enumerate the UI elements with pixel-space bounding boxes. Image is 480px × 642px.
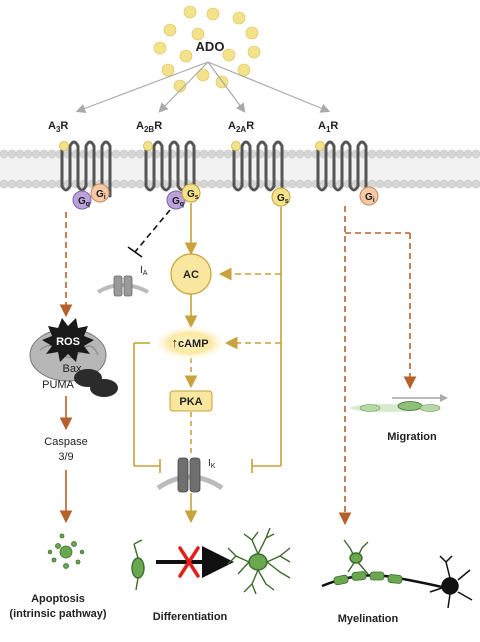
ado-label: ADO: [196, 39, 225, 54]
myelination-icon: [321, 539, 473, 609]
svg-text:↑cAMP: ↑cAMP: [171, 335, 208, 350]
receptor-icon-a2a: [231, 140, 284, 198]
bax-label: Bax: [63, 363, 82, 375]
puma-label: PUMA: [42, 379, 74, 391]
gq-protein-a3: Gq: [72, 190, 92, 210]
a3r-label: A3R: [48, 120, 68, 134]
a2ar-label: A2AR: [228, 120, 254, 134]
svg-text:Gs: Gs: [277, 193, 289, 205]
svg-text:Gq: Gq: [78, 196, 90, 208]
gs-pathway-lines: [133, 203, 282, 524]
camp-node: ↑cAMP: [152, 325, 228, 361]
caspase-label-2: 3/9: [58, 451, 73, 463]
cell-membrane: [0, 149, 480, 189]
svg-text:Gs: Gs: [187, 189, 199, 201]
ros-label: ROS: [56, 336, 80, 348]
receptor-icon-a1: [315, 140, 368, 198]
a2br-label: A2BR: [136, 120, 162, 134]
ado-arrows: [75, 61, 331, 113]
migration-label: Migration: [387, 431, 437, 443]
svg-text:Gi: Gi: [365, 192, 375, 204]
gi-protein-a1: Gi: [359, 186, 379, 206]
ik-label: IK: [208, 458, 216, 470]
svg-text:AC: AC: [183, 269, 199, 281]
pka-node: PKA: [169, 390, 213, 412]
gi-protein-a3: Gi: [90, 183, 110, 203]
oligodendrocyte-icon: [227, 527, 291, 595]
migration-cells-icon: [350, 394, 448, 412]
differentiation-label: Differentiation: [153, 611, 228, 623]
ligand-dots: [153, 5, 261, 93]
block-x-icon: [178, 546, 200, 578]
apoptosis-label-1: Apoptosis: [31, 593, 85, 605]
ia-label: IA: [140, 265, 148, 277]
gs-protein-a2b: Gs: [181, 183, 201, 203]
gs-protein-a2a: Gs: [271, 187, 291, 207]
myelination-label: Myelination: [338, 613, 399, 625]
ia-channel-icon: [96, 275, 149, 297]
apoptotic-cell-icon: [47, 533, 85, 569]
svg-text:Gi: Gi: [96, 189, 106, 201]
receptor-icon-a3: [59, 140, 112, 198]
gq-protein-a2b: Gq: [166, 190, 186, 210]
a1r-label: A1R: [318, 120, 338, 134]
gq-ia-inhibition: [127, 209, 171, 258]
receptor-icon-a2b: [143, 140, 196, 198]
gi-pathway-lines: [338, 206, 417, 526]
opc-cell-icon: [131, 539, 145, 591]
ik-channel-icon: [156, 457, 224, 493]
caspase-label-1: Caspase: [44, 436, 87, 448]
apoptosis-label-2: (intrinsic pathway): [9, 608, 107, 620]
svg-text:Gq: Gq: [172, 196, 184, 208]
ac-node: AC: [170, 253, 212, 295]
svg-text:PKA: PKA: [179, 396, 202, 408]
mitochondria-icon: [29, 318, 118, 397]
